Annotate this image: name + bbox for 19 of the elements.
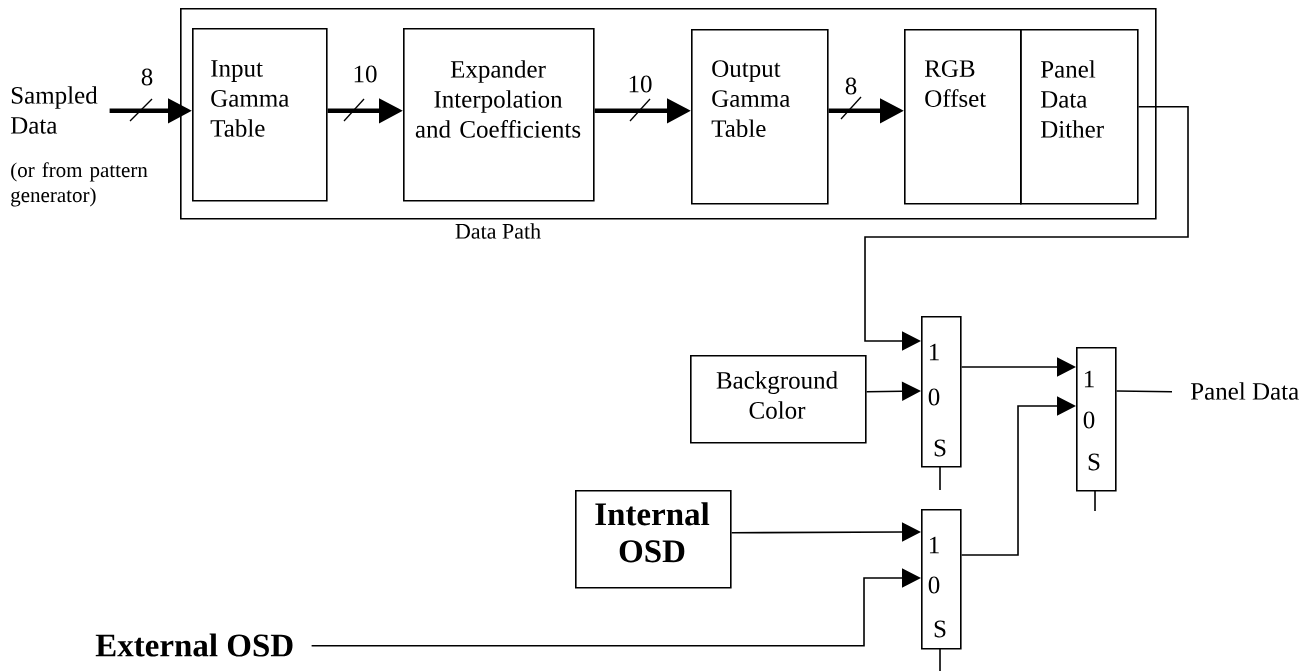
edge-label: 8 xyxy=(845,77,857,95)
output-label: External OSD xyxy=(95,633,293,657)
input-label: Sampled Data (or from pattern generator) xyxy=(10,86,148,207)
edge-label: 10 xyxy=(629,75,652,93)
multiplexer: 1 0 S xyxy=(1076,347,1117,492)
process-box: RGB Offset xyxy=(904,29,1022,205)
edge-label: 8 xyxy=(141,68,153,86)
output-label: Panel Data xyxy=(1190,382,1299,400)
multiplexer: 1 0 S xyxy=(921,316,962,468)
edge-label: 10 xyxy=(354,65,377,83)
source-box: Internal OSD xyxy=(575,490,732,589)
arrow xyxy=(864,106,1189,351)
source-box: Background Color xyxy=(690,355,867,444)
process-box: Output Gamma Table xyxy=(691,29,829,205)
node-label: Data Path xyxy=(455,223,541,239)
process-box: Panel Data Dither xyxy=(1020,29,1139,205)
process-box: Expander Interpolation and Coefficients xyxy=(403,28,595,202)
process-box: Input Gamma Table xyxy=(192,28,328,202)
multiplexer: 1 0 S xyxy=(921,509,962,650)
